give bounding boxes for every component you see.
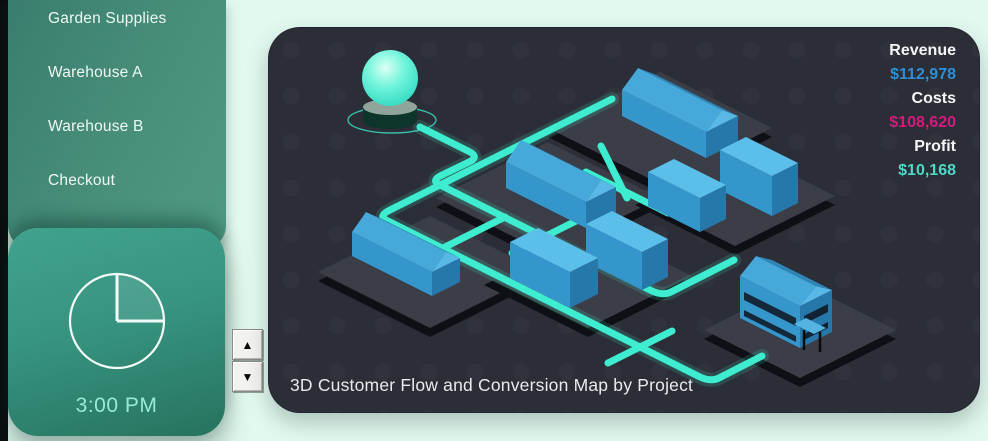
panel-title: 3D Customer Flow and Conversion Map by P… [290, 375, 694, 395]
costs-value: $108,620 [889, 114, 956, 131]
isometric-map-illustration [318, 50, 896, 387]
building-storefront [740, 256, 832, 352]
arrow-down-icon: ▼ [241, 369, 254, 384]
building-middle-warehouse [506, 140, 616, 228]
map-panel: Revenue $112,978 Costs $108,620 Profit $… [268, 27, 980, 413]
building-top-warehouse [622, 68, 738, 158]
sidebar-item-garden-supplies[interactable]: Garden Supplies [48, 10, 167, 27]
building-right-boxes [648, 137, 798, 232]
time-spinner: ▲ ▼ [232, 329, 263, 393]
spin-down-button[interactable]: ▼ [232, 361, 263, 392]
arrow-up-icon: ▲ [241, 337, 254, 352]
profit-label: Profit [914, 138, 956, 155]
window-edge-strip [0, 0, 8, 441]
sidebar-item-warehouse-a[interactable]: Warehouse A [48, 64, 143, 81]
buildings [352, 68, 832, 352]
revenue-label: Revenue [889, 42, 956, 59]
building-left-warehouse [352, 212, 460, 296]
building-center-boxes [510, 211, 668, 308]
financial-stats: Revenue $112,978 Costs $108,620 Profit $… [889, 39, 956, 183]
flow-pipes [375, 92, 769, 387]
clock-card[interactable]: 3:00 PM [8, 228, 225, 436]
sidebar: Garden Supplies Warehouse A Warehouse B … [8, 0, 226, 248]
profit-value: $10,168 [898, 162, 956, 179]
sidebar-item-warehouse-b[interactable]: Warehouse B [48, 118, 144, 135]
clock-time-label: 3:00 PM [75, 394, 158, 417]
sidebar-item-checkout[interactable]: Checkout [48, 172, 116, 189]
beacon-sphere [347, 50, 437, 134]
clock-icon [68, 272, 165, 370]
revenue-value: $112,978 [890, 66, 956, 83]
spin-up-button[interactable]: ▲ [232, 329, 263, 360]
costs-label: Costs [911, 90, 956, 107]
sidebar-nav: Garden Supplies Warehouse A Warehouse B … [8, 0, 226, 192]
